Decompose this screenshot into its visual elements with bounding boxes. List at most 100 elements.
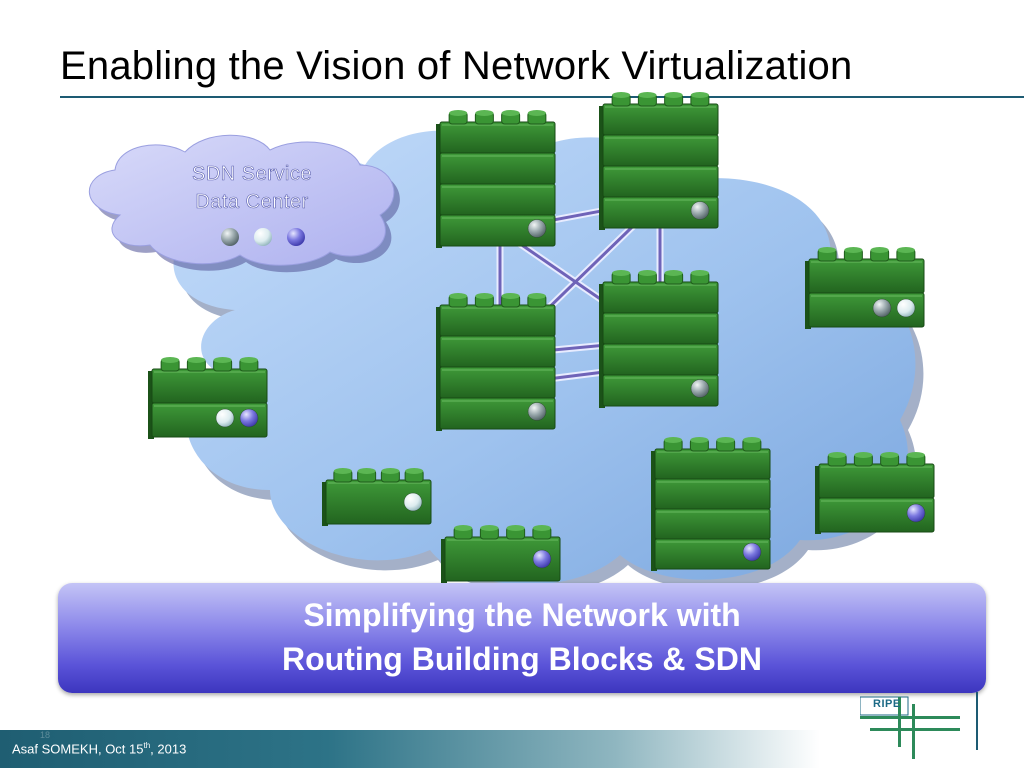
block-stack-right-upper [805,247,925,329]
block-stud-top [527,293,546,299]
block-stud-top [870,247,889,253]
block-side [322,482,328,526]
block-stud-top [844,247,863,253]
block-stacks [148,92,935,583]
block-stud-top [357,468,376,474]
block-stud-top [742,437,761,443]
block-stud-top [333,468,352,474]
block-layer [602,165,719,198]
footer-bar [0,730,820,768]
block-layer [602,196,719,229]
port-dot-white [215,408,235,428]
block-side [436,307,442,431]
block-stud-top [532,525,551,531]
block-layer [602,343,719,376]
title-rule [60,96,1024,98]
footer-date-suffix: th [143,741,151,750]
block-stack-center-top-right [599,92,719,230]
block-layer [808,292,925,328]
block-stud-top [213,357,232,363]
port-dot-blue [239,408,259,428]
block-side [651,451,657,571]
port-dot-blue [906,503,926,523]
block-layer [602,374,719,407]
block-stud-top [501,110,520,116]
block-layer [439,366,556,399]
block-layer [439,152,556,185]
block-stud-top [664,92,683,98]
block-stud-top [475,293,494,299]
block-stud-top [161,357,180,363]
block-stack-center-top-left [436,110,556,248]
block-layer [602,281,719,314]
port-dot-blue [532,549,552,569]
block-stack-bottom-center-small [441,525,561,583]
block-layer [444,536,561,582]
block-stud-top [854,452,873,458]
block-stud-top [906,452,925,458]
port-dot-gray [527,219,547,238]
block-side [599,106,605,230]
block-stud-top [506,525,525,531]
banner-line-2: Routing Building Blocks & SDN [282,641,762,677]
sdn-cloud-label-line2: Data Center [195,191,308,213]
block-stud-top [690,270,709,276]
port-dot-blue [742,542,762,562]
footer-text: Asaf SOMEKH, Oct 15th, 2013 [12,741,186,756]
block-stud-top [818,247,837,253]
block-layer [439,214,556,247]
block-layer [439,304,556,337]
block-stud-top [381,468,400,474]
block-layer [602,312,719,345]
block-layer [325,479,432,525]
block-layer [439,183,556,216]
block-stack-left-mid [148,357,268,439]
block-stud-top [449,110,468,116]
sdn-dot-blue [287,228,305,246]
sdn-dot-gray [221,228,239,246]
block-layer [818,463,935,499]
block-stud-top [638,270,657,276]
block-side [815,466,821,534]
block-stack-bottom-center-tall [651,437,771,571]
block-stud-top [239,357,258,363]
block-layer [439,397,556,430]
summary-banner: Simplifying the Network with Routing Bui… [58,583,986,693]
block-stack-bottom-left [322,468,432,526]
block-side [599,284,605,408]
block-layer [654,538,771,570]
ripe-logo-text: RIPE [873,698,901,710]
block-layer [818,497,935,533]
block-stud-top [716,437,735,443]
ripe-logo [860,692,978,759]
block-side [148,371,154,439]
port-dot-white [896,298,916,318]
block-layer [151,368,268,404]
port-dot-gray [527,402,547,421]
footer-author: Asaf SOMEKH, Oct 15 [12,741,144,757]
block-stud-top [480,525,499,531]
block-layer [654,508,771,540]
block-stud-top [638,92,657,98]
block-stud-top [828,452,847,458]
port-dot-white [403,492,423,512]
block-stud-top [501,293,520,299]
sdn-dot-white [254,228,272,246]
block-stack-center-mid-right [599,270,719,408]
block-stud-top [664,437,683,443]
block-side [441,539,447,583]
block-side [805,261,811,329]
block-stud-top [454,525,473,531]
block-stud-top [187,357,206,363]
block-stud-top [612,92,631,98]
block-layer [654,478,771,510]
block-stud-top [690,437,709,443]
block-stud-top [664,270,683,276]
page-number: 18 [40,730,51,740]
sdn-cloud-label-line1: SDN Service [192,163,312,185]
port-dot-gray [872,298,892,318]
block-stud-top [405,468,424,474]
block-layer [808,258,925,294]
block-stack-center-mid-left [436,293,556,431]
